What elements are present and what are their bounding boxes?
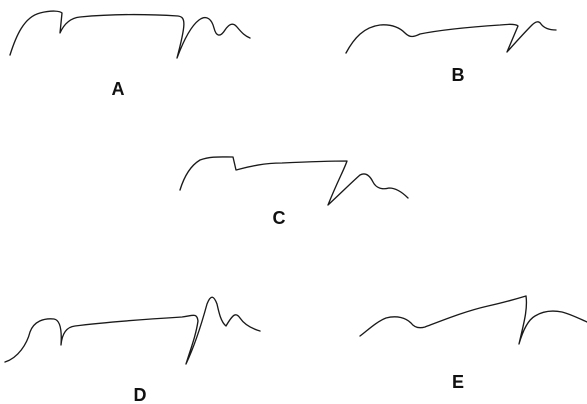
- panel-b: B: [345, 21, 557, 85]
- panel-a: A: [9, 10, 251, 99]
- panel-c: C: [179, 156, 409, 228]
- panel-label-e: E: [452, 372, 464, 392]
- panel-label-c: C: [273, 208, 286, 228]
- panel-e: E: [359, 295, 587, 392]
- waveform-trace-b: [345, 21, 557, 54]
- panel-label-d: D: [134, 385, 147, 404]
- panel-label-b: B: [452, 65, 465, 85]
- panel-label-a: A: [112, 79, 125, 99]
- waveform-trace-c: [179, 156, 409, 206]
- waveform-trace-a: [9, 10, 251, 59]
- panel-d: D: [4, 296, 261, 404]
- waveform-trace-e: [359, 295, 587, 345]
- waveform-trace-d: [4, 296, 261, 365]
